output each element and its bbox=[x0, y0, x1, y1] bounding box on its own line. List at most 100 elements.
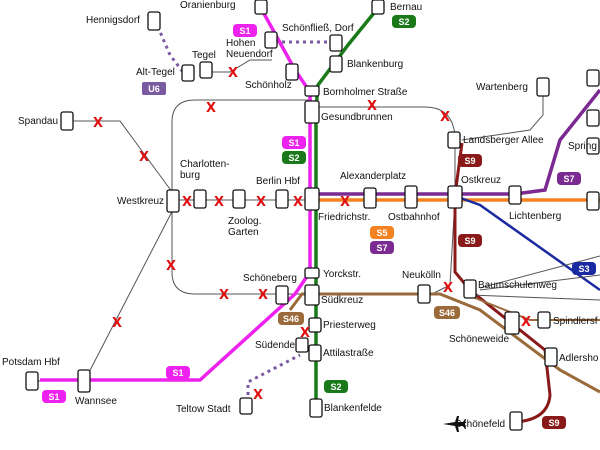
label-yorckstr: Yorckstr. bbox=[323, 269, 361, 280]
station-marker-charlottenburg[interactable] bbox=[193, 189, 207, 209]
s9-line bbox=[453, 142, 552, 424]
station-marker-spindlersfeld[interactable] bbox=[537, 311, 551, 329]
label-gesundbrunnen: Gesundbrunnen bbox=[321, 112, 393, 123]
badge-s1-west: S1 bbox=[42, 390, 66, 403]
station-marker-attilastr[interactable] bbox=[308, 344, 322, 362]
label-lichtenberg: Lichtenberg bbox=[509, 211, 561, 222]
label-wannsee: Wannsee bbox=[75, 396, 117, 407]
station-marker-landsberger[interactable] bbox=[447, 131, 461, 149]
airplane-icon bbox=[443, 416, 466, 432]
badge-s9-south: S9 bbox=[542, 416, 566, 429]
badge-s7-east: S7 bbox=[557, 172, 581, 185]
station-marker-spring[interactable] bbox=[586, 109, 600, 127]
station-marker-oranienburg[interactable] bbox=[254, 0, 268, 15]
cross-mark: X bbox=[258, 288, 268, 303]
station-marker-gesundbrunnen[interactable] bbox=[304, 100, 320, 124]
badge-s2-north: S2 bbox=[392, 15, 416, 28]
station-marker-wannsee[interactable] bbox=[77, 369, 91, 393]
closure-marks: X X X X X X X X X X X X X X X X X X X bbox=[93, 66, 531, 403]
svg-text:S7: S7 bbox=[376, 243, 387, 253]
station-marker-suedende[interactable] bbox=[295, 337, 309, 353]
station-marker-schoenfliess[interactable] bbox=[329, 34, 343, 52]
label-alt-tegel: Alt-Tegel bbox=[136, 67, 175, 78]
label-alexanderplatz: Alexanderplatz bbox=[340, 171, 406, 182]
station-marker-priesterweg[interactable] bbox=[308, 317, 322, 333]
station-marker-adlershof[interactable] bbox=[544, 347, 558, 367]
station-marker-bernau[interactable] bbox=[371, 0, 385, 15]
station-marker-teltow[interactable] bbox=[239, 397, 253, 415]
svg-text:U6: U6 bbox=[148, 84, 160, 94]
cross-mark: X bbox=[253, 388, 263, 403]
s1-line-north bbox=[260, 9, 312, 272]
station-marker-schoeneweide[interactable] bbox=[504, 311, 520, 335]
station-marker-ostbahnhof[interactable] bbox=[404, 185, 418, 209]
badge-s2-mid: S2 bbox=[282, 151, 306, 164]
label-potsdam: Potsdam Hbf bbox=[2, 357, 60, 368]
label-berlin-hbf: Berlin Hbf bbox=[256, 176, 300, 187]
station-marker-ostkreuz[interactable] bbox=[447, 185, 463, 209]
svg-text:S46: S46 bbox=[283, 314, 299, 324]
ring-line bbox=[35, 59, 544, 382]
svg-text:S9: S9 bbox=[548, 418, 559, 428]
badge-s5: S5 bbox=[370, 226, 394, 239]
label-schoenfliess: Schönfließ, Dorf bbox=[282, 23, 354, 34]
station-marker-yorckstr[interactable] bbox=[304, 267, 320, 279]
station-marker-neukoelln[interactable] bbox=[417, 284, 431, 304]
svg-text:S3: S3 bbox=[578, 264, 589, 274]
cross-mark: X bbox=[300, 326, 310, 341]
cross-mark: X bbox=[440, 110, 450, 125]
schoeneweide-branch bbox=[469, 295, 600, 321]
station-marker-lichtenberg[interactable] bbox=[508, 185, 522, 205]
label-baumschulenweg: Baumschulenweg bbox=[478, 280, 557, 291]
station-labels: Oranienburg Bernau Hennigsdorf Schönflie… bbox=[2, 0, 599, 430]
label-blankenfelde: Blankenfelde bbox=[324, 403, 382, 414]
line-badges: S1 S2 U6 S1 S2 S9 S7 S5 bbox=[42, 15, 596, 429]
label-schoeneberg: Schöneberg bbox=[243, 273, 297, 284]
station-marker-spandau[interactable] bbox=[60, 111, 74, 131]
label-schoenefeld: Schönefeld bbox=[455, 419, 505, 430]
station-marker-bornholmer[interactable] bbox=[304, 85, 320, 97]
station-marker-tegel[interactable] bbox=[199, 61, 213, 79]
station-marker-blankenfelde[interactable] bbox=[309, 398, 323, 418]
station-marker-zoo[interactable] bbox=[232, 189, 246, 209]
svg-text:S9: S9 bbox=[464, 156, 475, 166]
station-marker-alexanderplatz[interactable] bbox=[363, 187, 377, 209]
station-marker-schoenholz[interactable] bbox=[285, 63, 299, 81]
station-marker-hohen-neuendorf[interactable] bbox=[264, 31, 278, 49]
label-oranienburg: Oranienburg bbox=[180, 0, 236, 11]
station-marker-hennigsdorf[interactable] bbox=[147, 11, 161, 31]
station-marker-blankenburg[interactable] bbox=[329, 55, 343, 73]
cross-mark: X bbox=[93, 116, 103, 131]
svg-text:S46: S46 bbox=[439, 308, 455, 318]
badge-s46-east: S46 bbox=[434, 306, 460, 319]
svg-text:S2: S2 bbox=[288, 153, 299, 163]
cross-mark: X bbox=[214, 195, 224, 210]
station-marker-east-top[interactable] bbox=[586, 69, 600, 87]
station-marker-east-s5[interactable] bbox=[586, 191, 600, 211]
station-marker-wartenberg[interactable] bbox=[536, 77, 550, 97]
badge-s1-north: S1 bbox=[233, 24, 257, 37]
svg-text:S1: S1 bbox=[48, 392, 59, 402]
station-marker-schoeneberg[interactable] bbox=[275, 285, 289, 305]
station-marker-suedkreuz[interactable] bbox=[304, 284, 320, 306]
station-marker-baumschulenweg[interactable] bbox=[463, 279, 477, 299]
station-marker-potsdam[interactable] bbox=[25, 371, 39, 391]
svg-text:S7: S7 bbox=[563, 174, 574, 184]
station-marker-westkreuz[interactable] bbox=[166, 189, 180, 213]
station-marker-schoenefeld[interactable] bbox=[509, 411, 523, 431]
label-suedkreuz: Südkreuz bbox=[321, 295, 363, 306]
svg-text:S5: S5 bbox=[376, 228, 387, 238]
label-bornholmer: Bornholmer Straße bbox=[323, 87, 408, 98]
label-charlottenburg: Charlotten-burg bbox=[180, 159, 229, 181]
label-priesterweg: Priesterweg bbox=[323, 320, 376, 331]
station-marker-berlin-hbf[interactable] bbox=[275, 189, 289, 209]
s46-line bbox=[288, 292, 600, 394]
station-marker-alt-tegel[interactable] bbox=[181, 64, 195, 82]
station-marker-spring-2[interactable] bbox=[586, 137, 600, 155]
label-blankenburg: Blankenburg bbox=[347, 59, 403, 70]
label-schoenholz: Schönholz bbox=[245, 80, 292, 91]
station-marker-friedrichstr[interactable] bbox=[304, 187, 320, 211]
label-attilastr: Attilastraße bbox=[323, 348, 374, 359]
cross-mark: X bbox=[340, 195, 350, 210]
east-branch-lines bbox=[469, 255, 600, 301]
